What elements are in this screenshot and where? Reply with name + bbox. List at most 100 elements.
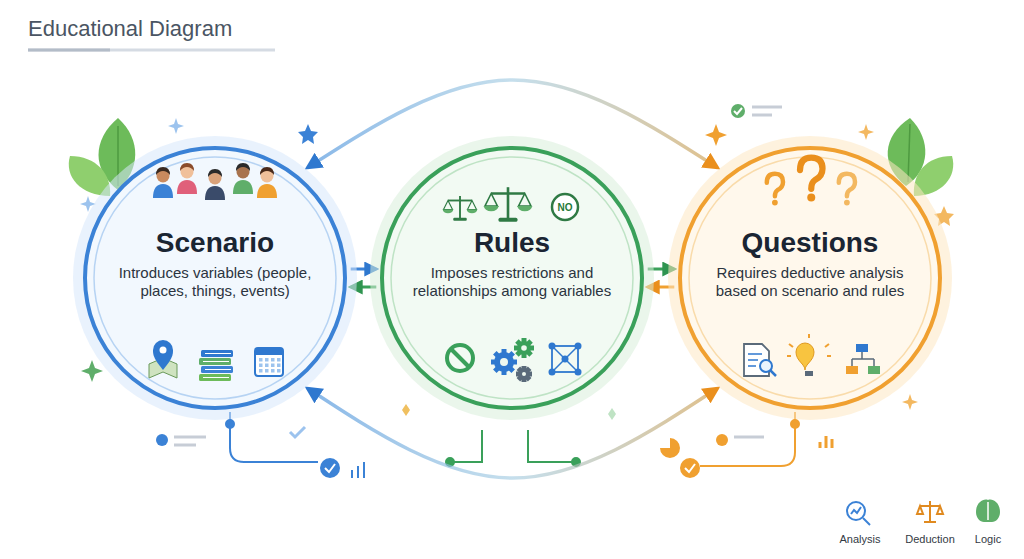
calendar-icon <box>255 348 283 376</box>
scales-post <box>507 187 510 219</box>
circle-inner-ring <box>391 157 633 399</box>
rules-stem <box>446 430 580 466</box>
book <box>201 366 233 373</box>
flow-box <box>846 366 858 374</box>
deduction-icon <box>917 501 943 522</box>
sparkle <box>902 394 918 410</box>
bulb-ray <box>808 334 810 338</box>
network-lines <box>552 346 578 372</box>
pin-hole <box>160 347 167 354</box>
stage-circle: QuestionsRequires deductive analysis bas… <box>680 148 940 408</box>
calendar-day <box>259 364 263 368</box>
gear-body <box>517 341 531 355</box>
calendar-day <box>271 358 275 362</box>
network-icon <box>549 343 582 376</box>
person-body <box>233 180 253 194</box>
person-body <box>257 184 277 198</box>
calendar-day <box>277 369 281 373</box>
network-dot <box>549 369 556 376</box>
gear-body <box>494 352 514 372</box>
stage-circle: ScenarioIntroduces variables (people, pl… <box>85 148 345 408</box>
stage-description: Imposes restrictions and relationships a… <box>409 264 615 302</box>
book-page <box>203 377 229 378</box>
gear-body <box>519 369 529 379</box>
calendar-day <box>265 364 269 368</box>
gear-icon <box>514 338 534 358</box>
diagram-title: Educational Diagram <box>28 16 232 42</box>
circle-ring <box>680 148 940 408</box>
stage-description: Requires deductive analysis based on sce… <box>707 264 913 302</box>
title-underline <box>28 49 275 52</box>
stage-heading: Rules <box>474 226 550 260</box>
scales-icon <box>484 187 532 222</box>
sparkle <box>705 124 727 146</box>
person-hair <box>236 163 250 171</box>
scales-base <box>499 218 518 222</box>
books-icon <box>199 350 233 381</box>
gear-icon <box>516 366 532 382</box>
calendar-day <box>271 369 275 373</box>
question-mark-icon <box>839 174 855 206</box>
sparkle <box>858 124 874 140</box>
title-underline-accent <box>28 49 110 52</box>
bulb-ray <box>789 344 793 347</box>
network-frame <box>552 346 578 372</box>
sparkle <box>168 118 184 134</box>
book <box>199 374 231 381</box>
question-mark-stroke <box>839 174 855 197</box>
network-dot <box>549 343 556 350</box>
circle-art <box>370 136 654 420</box>
calendar-day <box>259 358 263 362</box>
question-mark-icon <box>800 158 823 202</box>
icon-caption: Deduction <box>905 533 955 545</box>
prohibited-ring <box>447 345 473 371</box>
checklist-mark <box>731 104 782 118</box>
bulb-ray <box>827 355 831 357</box>
circle-content: QuestionsRequires deductive analysis bas… <box>680 226 940 301</box>
book <box>201 350 233 357</box>
stage-heading: Scenario <box>156 226 274 260</box>
scales-icon <box>443 196 478 221</box>
network-dot <box>575 369 582 376</box>
magnifier-handle <box>770 370 776 376</box>
bulb-ray <box>787 355 791 357</box>
person-icon <box>177 163 197 194</box>
person-icon <box>153 167 173 198</box>
sparkle <box>608 408 616 420</box>
book-page <box>203 361 229 362</box>
scales-beam <box>491 192 525 195</box>
flow-lines <box>852 352 874 366</box>
circle-glow <box>73 136 357 420</box>
gear-icon <box>491 349 517 375</box>
map-pin-icon <box>149 340 177 378</box>
person-body <box>205 186 225 200</box>
scales-strings <box>444 201 477 210</box>
calendar-day <box>271 364 275 368</box>
question-mark-dot <box>772 200 778 206</box>
stage-heading: Questions <box>742 226 879 260</box>
bulb-base <box>805 371 813 376</box>
bulb-ray <box>825 344 829 347</box>
question-mark-icon <box>767 174 783 206</box>
pin <box>153 340 173 370</box>
book-page <box>205 353 231 354</box>
gear-hole <box>522 372 526 376</box>
calendar-day <box>277 364 281 368</box>
book-page <box>205 369 231 370</box>
question-mark-stroke <box>800 158 823 189</box>
person-icon <box>233 163 253 194</box>
circle-ring <box>382 148 642 408</box>
calendar-day <box>265 369 269 373</box>
scales-pans <box>484 206 532 211</box>
person-hair <box>260 167 274 175</box>
flow-box <box>868 366 880 374</box>
calendar-day <box>277 358 281 362</box>
flow-box <box>856 344 868 352</box>
question-mark-dot <box>807 194 815 202</box>
circle-art <box>668 136 952 420</box>
person-body <box>153 184 173 198</box>
scenario-stem <box>156 412 364 478</box>
icon-caption: Logic <box>975 533 1001 545</box>
stage-description: Introduces variables (people, places, th… <box>112 264 318 302</box>
gear-hole <box>521 345 527 351</box>
